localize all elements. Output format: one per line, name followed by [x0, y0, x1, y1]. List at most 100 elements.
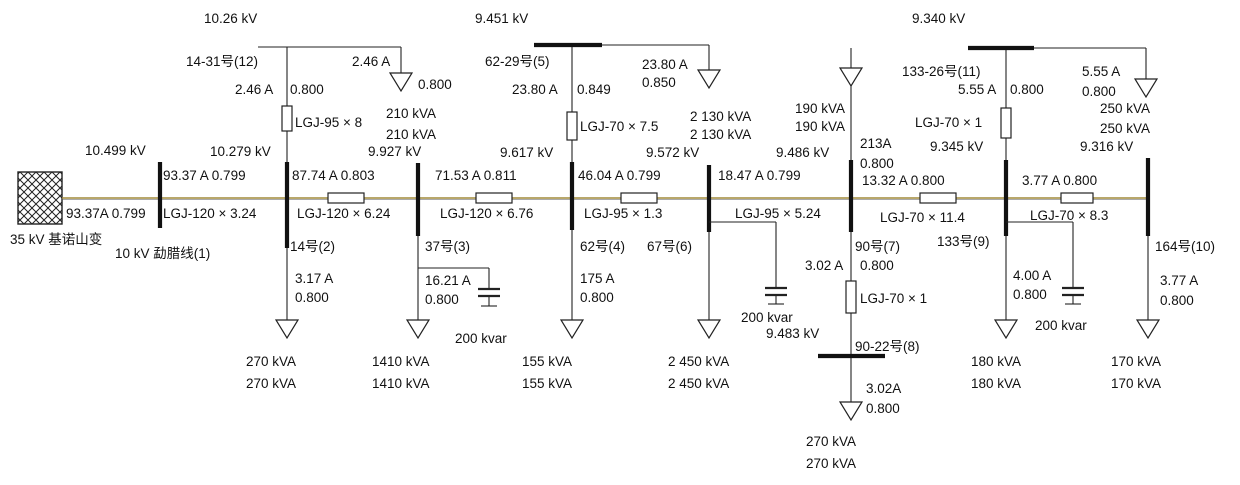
segment-4-6-impedance [620, 192, 658, 204]
node-8-pf: 0.800 [866, 401, 900, 416]
branch-8-impedance [845, 280, 857, 314]
node-7-voltage: 9.486 kV [776, 145, 829, 160]
node-5-voltage: 9.451 kV [475, 11, 528, 26]
node-4-load-icon [559, 319, 585, 340]
node-3-current: 16.21 A [425, 273, 471, 288]
node-9-cap: 200 kvar [1035, 318, 1087, 333]
branch-5-flow-current: 23.80 A [512, 82, 558, 97]
node-12-name: 14-31号(12) [186, 54, 258, 69]
node-7-name: 90号(7) [855, 239, 900, 254]
branch-12-flow-pf: 0.800 [290, 82, 324, 97]
segment-2-3-impedance [327, 192, 365, 204]
segment-7-9-impedance [919, 192, 957, 204]
node-2-name: 14号(2) [290, 239, 335, 254]
node-12-load-icon [388, 72, 414, 93]
node-4-name: 62号(4) [580, 239, 625, 254]
node-5-name: 62-29号(5) [485, 54, 550, 69]
node-10-load1: 170 kVA [1111, 354, 1161, 369]
node-2-pf: 0.800 [295, 290, 329, 305]
node-9-name: 133号(9) [937, 234, 990, 249]
node-3-load1: 1410 kVA [372, 354, 430, 369]
node-8-voltage: 9.483 kV [766, 326, 819, 341]
node-2-load2: 270 kVA [246, 376, 296, 391]
node-12-voltage: 10.26 kV [204, 11, 257, 26]
node-11-load1: 250 kVA [1100, 101, 1150, 116]
segment-1-line: LGJ-120 × 3.24 [163, 206, 257, 221]
node-3-pf: 0.800 [425, 292, 459, 307]
branch-5-line-name: LGJ-70 × 7.5 [580, 119, 658, 134]
source-label-1: 35 kV 基诺山变 [10, 231, 102, 247]
node-5-current: 23.80 A [642, 57, 688, 72]
branch-11-line-name: LGJ-70 × 1 [915, 115, 982, 130]
node-5-pf: 0.850 [642, 75, 676, 90]
segment-3-4-impedance [475, 192, 513, 204]
node-9-voltage: 9.345 kV [930, 139, 983, 154]
node-3-name: 37号(3) [425, 239, 470, 254]
node-8-load1: 270 kVA [806, 434, 856, 449]
node-12-load2: 210 kVA [386, 127, 436, 142]
segment-2-3-flow: 87.74 A 0.803 [292, 168, 375, 183]
node-3-cap: 200 kvar [455, 331, 507, 346]
branch-11-flow-current: 5.55 A [958, 82, 996, 97]
node-3-load2: 1410 kVA [372, 376, 430, 391]
branch-12-impedance [281, 105, 293, 132]
segment-1-flow: 93.37 A 0.799 [163, 168, 246, 183]
node-10-load-icon [1135, 319, 1161, 340]
node-8-name: 90-22号(8) [855, 339, 920, 354]
node-7-load-icon [838, 67, 864, 88]
source-bus-voltage: 10.499 kV [85, 143, 146, 158]
node-12-load1: 210 kVA [386, 106, 436, 121]
node-6-load2: 2 450 kVA [668, 376, 729, 391]
node-6-voltage: 9.572 kV [646, 145, 699, 160]
node-7-in-kva1: 190 kVA [795, 101, 845, 116]
segment-4-6-flow: 46.04 A 0.799 [578, 168, 661, 183]
node-8-load2: 270 kVA [806, 456, 856, 471]
node-11-name: 133-26号(11) [902, 64, 981, 79]
branch-5-impedance [566, 111, 578, 141]
branch-8-flow-current: 3.02 A [805, 258, 843, 273]
node-6-name: 67号(6) [647, 239, 692, 254]
node-10-voltage: 9.316 kV [1080, 139, 1133, 154]
node-11-current: 5.55 A [1082, 64, 1120, 79]
node-12-pf: 0.800 [418, 77, 452, 92]
segment-6-7-line: LGJ-95 × 5.24 [735, 206, 821, 221]
node-10-current: 3.77 A [1160, 273, 1198, 288]
node-9-load1: 180 kVA [971, 354, 1021, 369]
node-5-load2: 2 130 kVA [690, 127, 751, 142]
node-4-pf: 0.800 [580, 290, 614, 305]
node-4-load1: 155 kVA [522, 354, 572, 369]
substation-symbol [17, 171, 63, 225]
branch-8-line-name: LGJ-70 × 1 [860, 291, 927, 306]
node-11-voltage: 9.340 kV [912, 11, 965, 26]
node-10-load2: 170 kVA [1111, 376, 1161, 391]
node-11-load2: 250 kVA [1100, 121, 1150, 136]
segment-2-3-line: LGJ-120 × 6.24 [297, 206, 391, 221]
node-6-load1: 2 450 kVA [668, 354, 729, 369]
branch-12-line-name: LGJ-95 × 8 [295, 115, 362, 130]
branch-11-flow-pf: 0.800 [1010, 82, 1044, 97]
node-5-load-icon [696, 69, 722, 90]
node-4-voltage: 9.617 kV [500, 145, 553, 160]
segment-9-10-flow: 3.77 A 0.800 [1022, 173, 1097, 188]
segment-3-4-flow: 71.53 A 0.811 [435, 168, 517, 183]
node-8-load-icon [838, 401, 864, 422]
branch-12-flow-current: 2.46 A [235, 82, 273, 97]
branch-8-flow-pf: 0.800 [860, 258, 894, 273]
node-6-cap: 200 kvar [741, 310, 793, 325]
segment-9-10-impedance [1060, 192, 1094, 204]
node-7-in-pf: 0.800 [860, 156, 894, 171]
segment-9-10-line: LGJ-70 × 8.3 [1030, 208, 1108, 223]
node-12-current: 2.46 A [352, 54, 390, 69]
node-9-load-icon [993, 319, 1019, 340]
node-4-load2: 155 kVA [522, 376, 572, 391]
node-11-load-icon [1133, 78, 1159, 99]
source-label-2: 10 kV 勐腊线(1) [115, 246, 210, 261]
node-2-current: 3.17 A [295, 271, 333, 286]
node-2-load1: 270 kVA [246, 354, 296, 369]
node-2-voltage: 10.279 kV [210, 144, 271, 159]
node-3-voltage: 9.927 kV [368, 144, 421, 159]
segment-4-6-line: LGJ-95 × 1.3 [584, 206, 662, 221]
node-5-load1: 2 130 kVA [690, 109, 751, 124]
segment-7-9-flow: 13.32 A 0.800 [862, 173, 945, 188]
